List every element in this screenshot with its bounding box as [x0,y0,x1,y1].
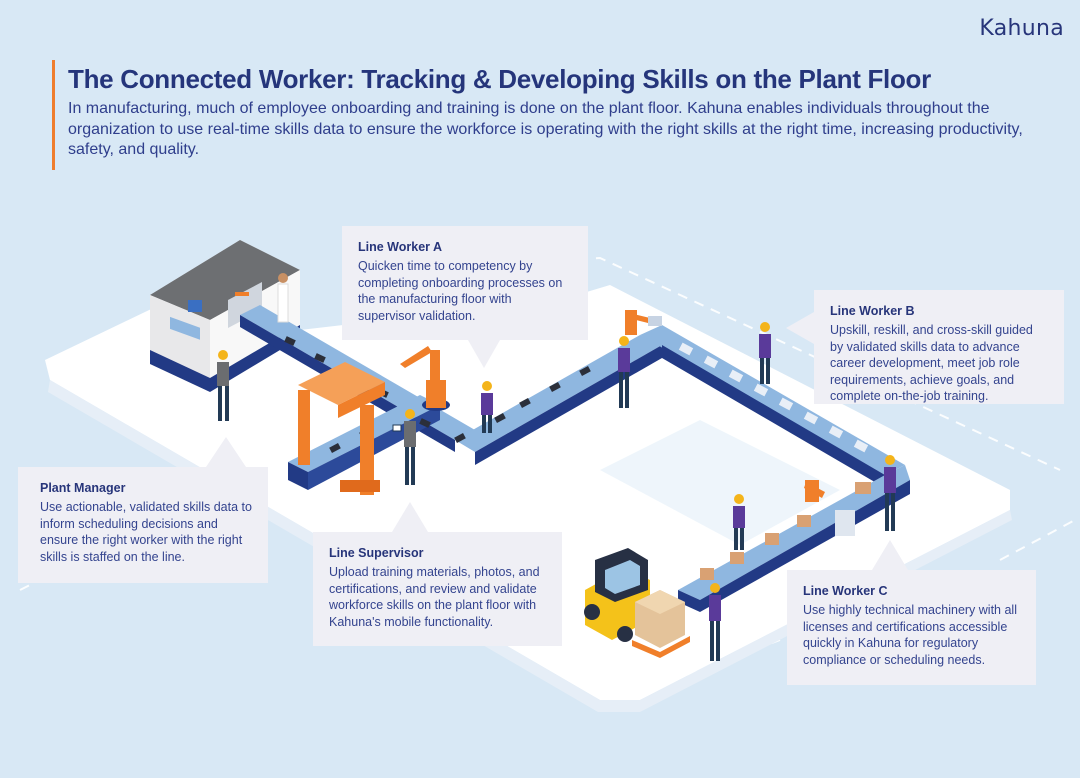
callout-body: Upload training materials, photos, and c… [329,565,540,629]
callout-title: Line Supervisor [329,546,424,560]
callout-title: Line Worker B [830,304,915,318]
worker-line-b [759,322,771,384]
gantry-frame [298,362,385,495]
callout-tail [872,540,908,570]
callout-tail [392,502,428,532]
callout-line-supervisor: Line Supervisor Upload training material… [313,532,562,646]
callout-tail [786,312,814,344]
page-title: The Connected Worker: Tracking & Develop… [68,64,931,94]
callout-title: Line Worker A [358,240,443,254]
worker-right-line [884,455,896,531]
callout-title: Line Worker C [803,584,888,598]
forklift [584,548,690,658]
worker-scientist [277,273,289,323]
belt-trays [678,342,869,453]
intro-paragraph: In manufacturing, much of employee onboa… [68,100,1023,158]
worker-line-c [709,583,721,661]
callout-line-worker-c: Line Worker C Use highly technical machi… [787,570,1036,685]
robot-arm [400,310,855,536]
header: The Connected Worker: Tracking & Develop… [52,60,1052,170]
callout-tail [206,437,246,467]
worker-line-a [481,381,493,433]
workers [217,273,896,661]
callout-tail [468,340,500,368]
callout-body: Upskill, reskill, and cross-skill guided… [830,323,1033,403]
cardboard-boxes [700,482,871,580]
callout-line-worker-b: Line Worker B Upskill, reskill, and cros… [814,290,1064,404]
callout-body: Use highly technical machinery with all … [803,603,1017,667]
callout-body: Use actionable, validated skills data to… [40,500,252,564]
callout-body: Quicken time to competency by completing… [358,259,563,323]
worker-plant-manager [217,350,229,421]
callout-line-worker-a: Line Worker A Quicken time to competency… [342,226,588,340]
worker-middle-line [733,494,745,550]
callout-title: Plant Manager [40,481,126,495]
callout-plant-manager: Plant Manager Use actionable, validated … [18,467,268,583]
kahuna-logo: Kahuna [979,16,1064,41]
worker-supervisor [392,409,416,485]
worker-top-line [618,336,630,408]
